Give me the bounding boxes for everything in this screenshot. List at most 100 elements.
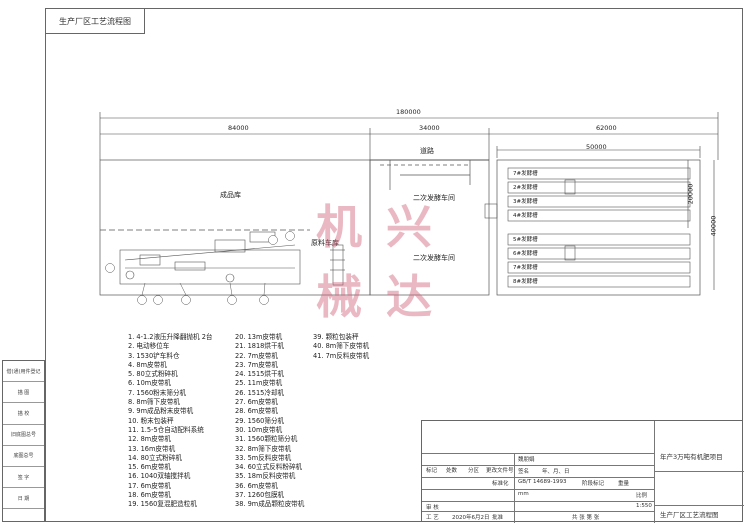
legend-item: 41. 7m反料皮带机 bbox=[313, 351, 370, 360]
warehouse-label: 成品库 bbox=[220, 191, 241, 199]
title-tab: 生产厂区工艺流程图 bbox=[45, 8, 145, 34]
legend-item: 6. 10m皮带机 bbox=[128, 379, 171, 388]
tb-weight: 重量 bbox=[618, 481, 630, 487]
title-block: 标记 处数 分区 更改文件号 魏朋娟 签名 年、月、日 GB/T 14689-1… bbox=[421, 420, 744, 523]
tb-standard: GB/T 14689-1993 bbox=[518, 479, 567, 485]
legend-item: 40. 8m筛下皮带机 bbox=[313, 342, 370, 351]
dim-mid: 34000 bbox=[419, 124, 440, 132]
legend-item: 3. 1530铲车料仓 bbox=[128, 351, 180, 360]
legend-item: 39. 颗粒包装秤 bbox=[313, 333, 359, 341]
tb-sign: 签名 bbox=[518, 469, 530, 475]
tb-project: 年产3万吨有机肥项目 bbox=[660, 453, 723, 461]
company-watermark-stamp: 机 兴 械 达 bbox=[305, 190, 445, 330]
legend-item: 36. 6m皮带机 bbox=[235, 481, 278, 490]
legend-item: 33. 5m反料皮带机 bbox=[235, 453, 292, 462]
tb-process: 工 艺 bbox=[426, 515, 439, 521]
tank-label: 4#发酵槽 bbox=[513, 213, 538, 219]
dim-v2: 40000 bbox=[709, 215, 718, 237]
legend-item: 17. 6m皮带机 bbox=[128, 481, 171, 490]
legend-item: 4. 8m皮带机 bbox=[128, 360, 167, 369]
legend-item: 15. 6m皮带机 bbox=[128, 463, 171, 472]
tb-date-val: 2020年6月2日 bbox=[452, 515, 490, 521]
tb-count: 处数 bbox=[446, 468, 458, 474]
tb-scale-label: 比例 bbox=[636, 493, 648, 499]
legend-item: 18. 6m皮带机 bbox=[128, 491, 171, 500]
legend-item: 16. 1040双轴搅拌机 bbox=[128, 472, 191, 481]
tb-change: 更改文件号 bbox=[486, 468, 514, 474]
raw-shed-label: 原料车库 bbox=[311, 239, 339, 247]
strip-cell: 借(通)用件登记 bbox=[3, 361, 44, 383]
tb-approve: 批准 bbox=[492, 515, 504, 521]
strip-cell: 描 图 bbox=[3, 382, 44, 404]
second-workshop-label: 二次发酵车间 bbox=[413, 194, 455, 202]
tank-label: 5#发酵槽 bbox=[513, 237, 538, 243]
legend-item: 10. 粉末包装秤 bbox=[128, 416, 174, 425]
left-sign-strip: 借(通)用件登记 描 图 描 校 旧底图总号 底图总号 签 字 日 期 bbox=[2, 360, 45, 522]
legend-item: 31. 1560颗粒筛分机 bbox=[235, 435, 298, 444]
legend-item: 2. 电动移位车 bbox=[128, 342, 170, 351]
tb-mark: 标记 bbox=[426, 468, 438, 474]
legend-item: 32. 8m筛下皮带机 bbox=[235, 444, 292, 453]
legend-item: 24. 1515烘干机 bbox=[235, 370, 285, 379]
legend-item: 25. 11m皮带机 bbox=[235, 379, 283, 388]
tank-label: 8#发酵槽 bbox=[513, 279, 538, 285]
legend-item: 26. 1515冷却机 bbox=[235, 388, 285, 397]
legend-item: 5. 80立式粉碎机 bbox=[128, 370, 178, 379]
tb-scale-value: 1:550 bbox=[636, 503, 652, 509]
strip-cell: 底图总号 bbox=[3, 446, 44, 467]
dim-total: 180000 bbox=[396, 108, 421, 116]
stamp-char: 达 bbox=[386, 270, 432, 324]
legend-item: 37. 1260包膜机 bbox=[235, 491, 285, 500]
legend-item: 34. 60立式反料粉碎机 bbox=[235, 463, 303, 472]
tb-date: 年、月、日 bbox=[542, 469, 570, 475]
tb-unit: mm bbox=[518, 491, 529, 497]
tb-zone: 分区 bbox=[468, 468, 480, 474]
tank-label: 6#发酵槽 bbox=[513, 251, 538, 257]
second-workshop-label-b: 二次发酵车间 bbox=[413, 254, 455, 262]
legend-item: 38. 9m成品颗粒皮带机 bbox=[235, 500, 305, 509]
tb-review: 审 核 bbox=[426, 505, 439, 511]
legend-item: 8. 8m筛下皮带机 bbox=[128, 398, 180, 407]
legend-item: 28. 6m皮带机 bbox=[235, 407, 278, 416]
stamp-char: 械 bbox=[316, 270, 362, 324]
strip-cell: 描 校 bbox=[3, 403, 44, 425]
strip-cell: 日 期 bbox=[3, 488, 44, 510]
tb-drawing-name: 生产厂区工艺流程图 bbox=[660, 511, 719, 519]
dim-right: 62000 bbox=[596, 124, 617, 132]
legend-item: 29. 1560筛分机 bbox=[235, 416, 285, 425]
legend-item: 30. 10m皮带机 bbox=[235, 425, 283, 434]
tank-label: 2#发酵槽 bbox=[513, 185, 538, 191]
dim-left: 84000 bbox=[228, 124, 249, 132]
legend-item: 21. 1818烘干机 bbox=[235, 342, 285, 351]
legend-item: 23. 7m皮带机 bbox=[235, 360, 278, 369]
stamp-char: 兴 bbox=[386, 200, 432, 254]
tb-sheets: 共 张 第 张 bbox=[572, 515, 600, 521]
strip-cell: 签 字 bbox=[3, 467, 44, 489]
drawing-frame bbox=[45, 8, 743, 522]
road-label: 道路 bbox=[420, 147, 434, 155]
legend-item: 7. 1560粉末筛分机 bbox=[128, 388, 187, 397]
tank-label: 3#发酵槽 bbox=[513, 199, 538, 205]
legend-item: 9. 9m成品粉末皮带机 bbox=[128, 407, 194, 416]
legend-item: 1. 4-1.2液压升降翻抛机 2台 bbox=[128, 333, 213, 341]
legend-item: 14. 80立式粉碎机 bbox=[128, 453, 182, 462]
dim-inner: 50000 bbox=[586, 143, 607, 151]
tb-stage: 阶段标记 bbox=[582, 481, 605, 487]
tank-label: 7#发酵槽 bbox=[513, 265, 538, 271]
dim-v1: 20000 bbox=[686, 183, 695, 205]
legend-item: 12. 8m皮带机 bbox=[128, 435, 171, 444]
legend-item: 22. 7m皮带机 bbox=[235, 351, 278, 360]
legend-item: 27. 6m皮带机 bbox=[235, 398, 278, 407]
legend-item: 11. 1.5-5仓自动配料系统 bbox=[128, 425, 204, 434]
legend-item: 19. 1560复混肥造粒机 bbox=[128, 500, 197, 509]
tank-label: 7#发酵槽 bbox=[513, 171, 538, 177]
legend-item: 35. 18m反料皮带机 bbox=[235, 472, 296, 481]
tb-standardization: 标准化 bbox=[492, 481, 509, 487]
tb-designer: 魏朋娟 bbox=[518, 457, 535, 463]
legend-item: 20. 13m皮带机 bbox=[235, 333, 283, 341]
stamp-char: 机 bbox=[316, 200, 362, 254]
